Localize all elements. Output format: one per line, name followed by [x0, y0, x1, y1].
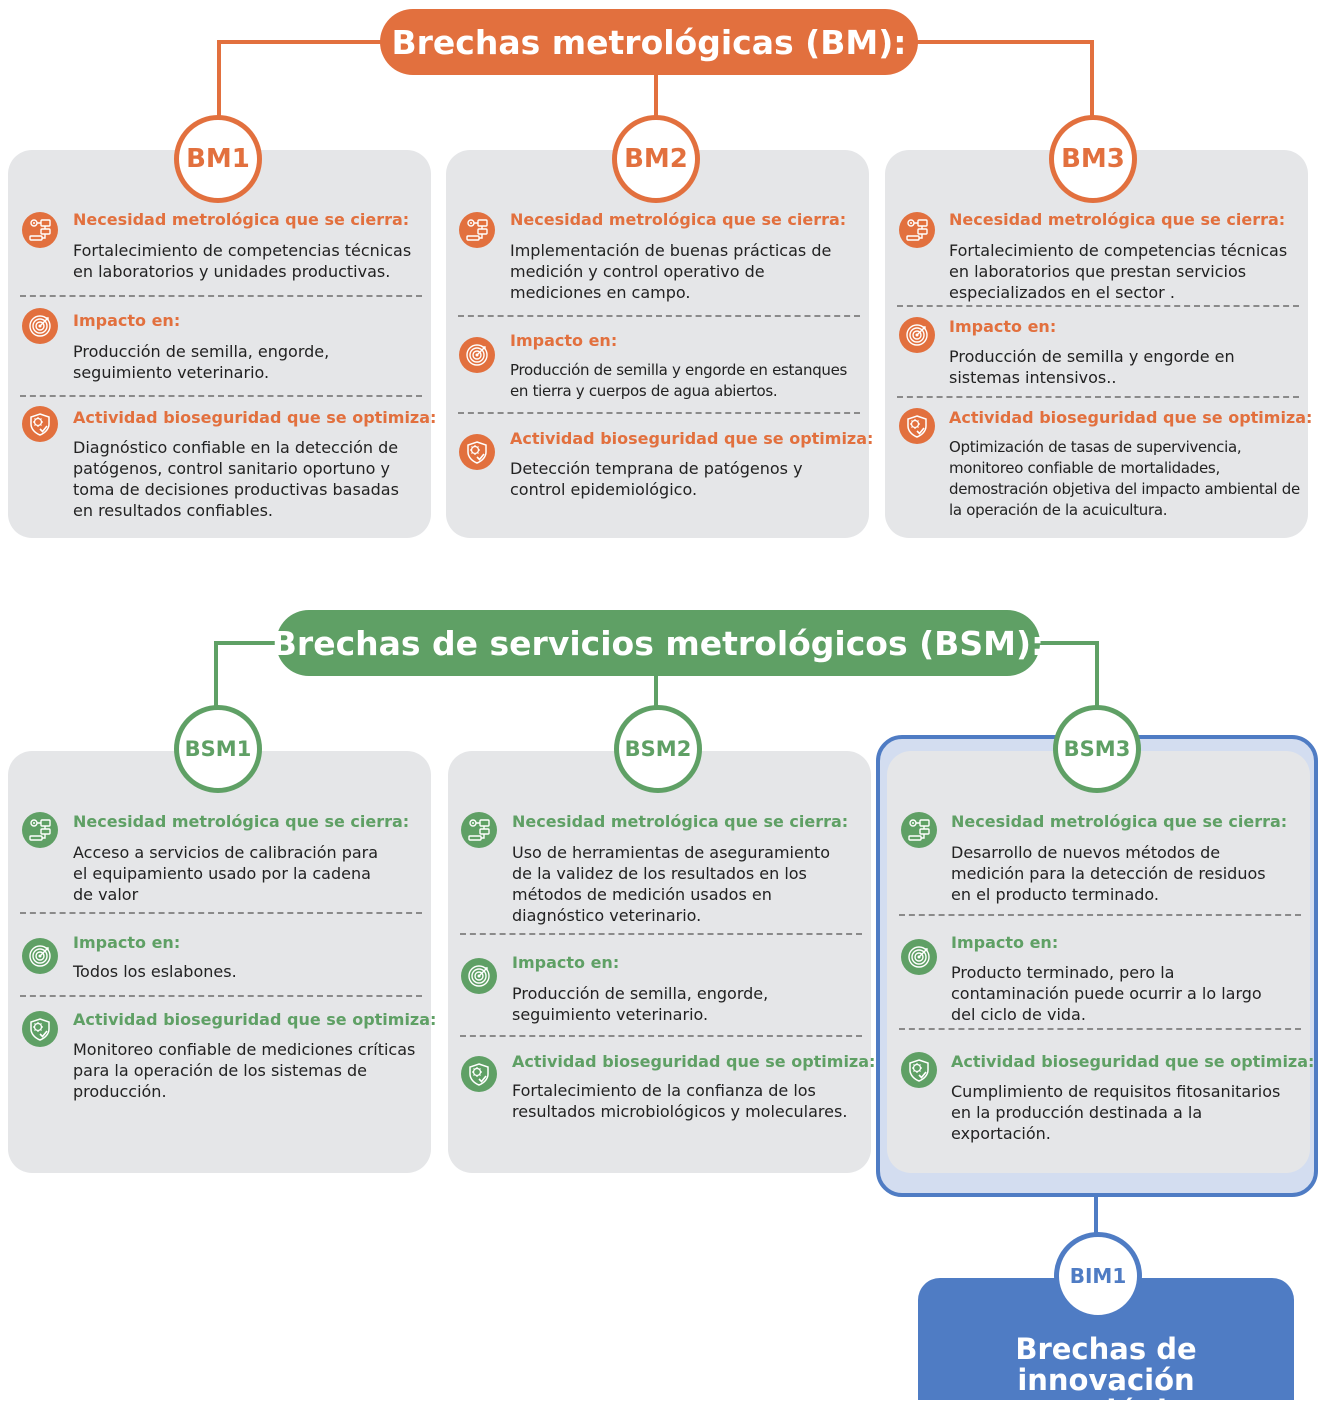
- bm1-necesidad-label: Necesidad metrológica que se cierra:: [73, 210, 410, 229]
- target-icon: [901, 939, 937, 975]
- bm1-actividad-text: Diagnóstico confiable en la detección de…: [73, 438, 399, 520]
- bm2-actividad-text: Detección temprana de patógenos y contro…: [510, 459, 803, 499]
- bm1-impacto-text: Producción de semilla, engorde, seguimie…: [73, 342, 330, 382]
- bsm3-divider-2: [899, 1028, 1301, 1030]
- bm-header: Brechas metrológicas (BM):: [380, 9, 918, 75]
- bm2-divider-1: [458, 315, 860, 317]
- target-icon: [22, 308, 58, 344]
- bm3-divider-1: [897, 305, 1299, 307]
- bm1-actividad-label: Actividad bioseguridad que se optimiza:: [73, 408, 437, 427]
- bsm2-impacto-label: Impacto en:: [512, 953, 620, 972]
- bim-title: Brechas de innovación metrológica: [1008, 1332, 1204, 1428]
- bm2-impacto-text: Producción de semilla y engorde en estan…: [510, 361, 848, 400]
- target-icon: [461, 958, 497, 994]
- bsm-header: Brechas de servicios metrológicos (BSM):: [272, 610, 1044, 676]
- bsm3-impacto-label: Impacto en:: [951, 933, 1059, 952]
- bim-connector: [1094, 1197, 1098, 1257]
- bsm3-impacto-text: Producto terminado, pero la contaminació…: [951, 963, 1262, 1024]
- virus-shield-icon: [22, 406, 58, 442]
- bm2-impacto-label: Impacto en:: [510, 331, 618, 350]
- bm3-impacto-text: Producción de semilla y engorde en siste…: [949, 347, 1235, 387]
- bm2-necesidad-label: Necesidad metrológica que se cierra:: [510, 210, 847, 229]
- bsm2-card: [448, 751, 871, 1173]
- bsm1-necesidad-label: Necesidad metrológica que se cierra:: [73, 812, 410, 831]
- bsm1-badge: BSM1: [174, 705, 262, 793]
- bsm2-divider-1: [460, 933, 862, 935]
- bm1-impacto-label: Impacto en:: [73, 311, 181, 330]
- bsm3-badge: BSM3: [1053, 705, 1141, 793]
- bm1-necesidad-text: Fortalecimiento de competencias técnicas…: [73, 241, 412, 281]
- process-gear-icon: [459, 212, 495, 248]
- process-gear-icon: [461, 812, 497, 848]
- bm3-necesidad-text: Fortalecimiento de competencias técnicas…: [949, 241, 1288, 302]
- bm3-card: [885, 150, 1308, 538]
- bsm1-necesidad-text: Acceso a servicios de calibración para e…: [73, 843, 379, 904]
- bsm2-actividad-label: Actividad bioseguridad que se optimiza:: [512, 1052, 876, 1071]
- bsm1-divider-1: [20, 912, 422, 914]
- bm3-actividad-label: Actividad bioseguridad que se optimiza:: [949, 408, 1313, 427]
- bm3-divider-2: [897, 396, 1299, 398]
- bsm-connector-left: [214, 641, 218, 721]
- bsm-connector-center: [654, 641, 658, 721]
- virus-shield-icon: [22, 1011, 58, 1047]
- virus-shield-icon: [901, 1052, 937, 1088]
- process-gear-icon: [901, 812, 937, 848]
- bm3-badge: BM3: [1049, 115, 1137, 203]
- bm-connector-center: [654, 40, 658, 120]
- bm3-impacto-label: Impacto en:: [949, 317, 1057, 336]
- bsm3-actividad-text: Cumplimiento de requisitos fitosanitario…: [951, 1082, 1281, 1143]
- bsm2-divider-2: [460, 1035, 862, 1037]
- target-icon: [22, 938, 58, 974]
- bm-connector-right: [1090, 40, 1094, 120]
- bsm2-necesidad-label: Necesidad metrológica que se cierra:: [512, 812, 849, 831]
- process-gear-icon: [22, 812, 58, 848]
- bsm2-actividad-text: Fortalecimiento de la confianza de los r…: [512, 1081, 848, 1121]
- bm3-actividad-text: Optimización de tasas de supervivencia, …: [949, 438, 1300, 519]
- process-gear-icon: [22, 212, 58, 248]
- bm2-card: [446, 150, 869, 538]
- bm1-card: [8, 150, 431, 538]
- bm-connector-left: [217, 40, 221, 120]
- bsm3-necesidad-label: Necesidad metrológica que se cierra:: [951, 812, 1288, 831]
- bim-box: Brechas de innovación metrológica: [918, 1278, 1294, 1427]
- process-gear-icon: [899, 212, 935, 248]
- bm2-badge: BM2: [612, 115, 700, 203]
- target-icon: [899, 317, 935, 353]
- bm1-badge: BM1: [174, 115, 262, 203]
- bsm-connector-right: [1095, 641, 1099, 721]
- bsm1-card: [8, 751, 431, 1173]
- bsm3-actividad-label: Actividad bioseguridad que se optimiza:: [951, 1052, 1315, 1071]
- target-icon: [459, 337, 495, 373]
- bsm1-impacto-label: Impacto en:: [73, 933, 181, 952]
- bm1-divider-2: [20, 395, 422, 397]
- bsm1-actividad-label: Actividad bioseguridad que se optimiza:: [73, 1010, 437, 1029]
- bm3-necesidad-label: Necesidad metrológica que se cierra:: [949, 210, 1286, 229]
- virus-shield-icon: [461, 1056, 497, 1092]
- bsm2-impacto-text: Producción de semilla, engorde, seguimie…: [512, 984, 769, 1024]
- bm2-divider-2: [458, 412, 860, 414]
- virus-shield-icon: [459, 434, 495, 470]
- bsm3-necesidad-text: Desarrollo de nuevos métodos de medición…: [951, 843, 1266, 904]
- bm1-divider-1: [20, 295, 422, 297]
- bsm1-actividad-text: Monitoreo confiable de mediciones crític…: [73, 1040, 416, 1101]
- bsm2-badge: BSM2: [614, 705, 702, 793]
- bsm3-card: [887, 751, 1310, 1173]
- bm2-necesidad-text: Implementación de buenas prácticas de me…: [510, 241, 832, 302]
- bsm3-divider-1: [899, 914, 1301, 916]
- bsm2-necesidad-text: Uso de herramientas de aseguramiento de …: [512, 843, 831, 925]
- bim1-badge: BIM1: [1054, 1232, 1142, 1320]
- bm2-actividad-label: Actividad bioseguridad que se optimiza:: [510, 429, 874, 448]
- bsm1-impacto-text: Todos los eslabones.: [73, 962, 237, 981]
- bsm1-divider-2: [20, 995, 422, 997]
- virus-shield-icon: [899, 408, 935, 444]
